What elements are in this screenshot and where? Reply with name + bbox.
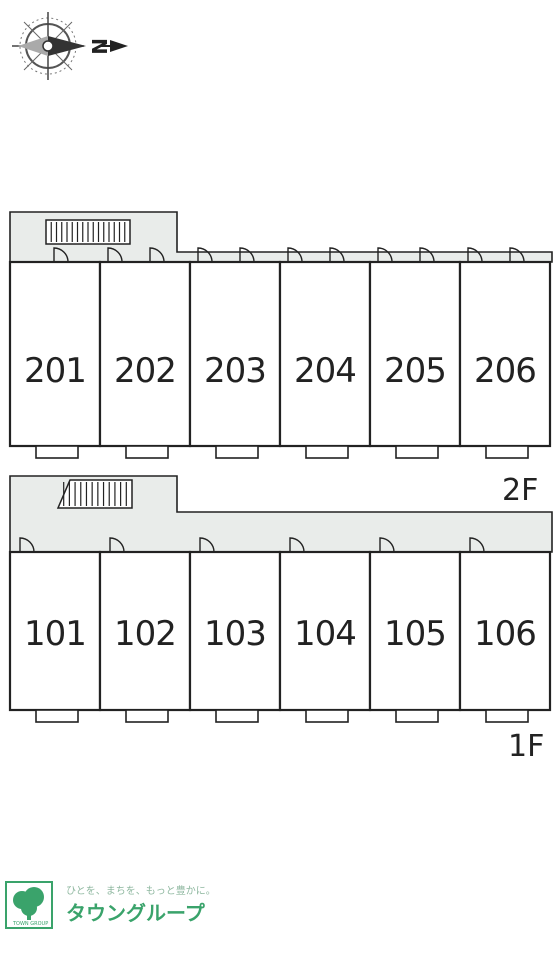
unit-104[interactable]: 104 bbox=[278, 537, 372, 723]
unit-101[interactable]: 101 bbox=[8, 537, 102, 723]
balcony bbox=[485, 445, 529, 459]
balcony bbox=[215, 445, 259, 459]
balcony bbox=[395, 445, 439, 459]
unit-outline bbox=[8, 260, 102, 448]
door-icon bbox=[53, 247, 69, 263]
balcony bbox=[395, 709, 439, 723]
door-icon bbox=[287, 247, 303, 263]
floors-layer: 201 202 203 204 205 206 2F 101 102 103 104 105 106 1F bbox=[8, 211, 553, 764]
unit-102[interactable]: 102 bbox=[98, 537, 192, 723]
balcony bbox=[485, 709, 529, 723]
balcony bbox=[125, 709, 169, 723]
unit-106[interactable]: 106 bbox=[458, 537, 552, 723]
floor-label: 2F bbox=[502, 473, 538, 508]
compass-rose-icon bbox=[12, 12, 86, 80]
unit-outline bbox=[458, 550, 552, 712]
unit-outline bbox=[8, 550, 102, 712]
door-icon bbox=[419, 247, 435, 263]
unit-number: 105 bbox=[384, 614, 446, 654]
unit-outline bbox=[98, 260, 192, 448]
compass: N bbox=[12, 12, 128, 80]
stairs bbox=[45, 219, 131, 245]
door-icon bbox=[289, 537, 305, 553]
unit-number: 205 bbox=[384, 351, 446, 391]
balcony bbox=[35, 445, 79, 459]
unit-number: 106 bbox=[474, 614, 536, 654]
door-icon bbox=[379, 537, 395, 553]
unit-203[interactable]: 203 bbox=[188, 247, 282, 459]
unit-number: 204 bbox=[294, 351, 356, 391]
unit-number: 104 bbox=[294, 614, 356, 654]
door-icon bbox=[469, 537, 485, 553]
unit-204[interactable]: 204 bbox=[278, 247, 372, 459]
unit-outline bbox=[458, 260, 552, 448]
balcony bbox=[35, 709, 79, 723]
logo-mark-text: TOWN GROUP bbox=[12, 921, 48, 927]
balcony bbox=[305, 709, 349, 723]
door-icon bbox=[377, 247, 393, 263]
unit-105[interactable]: 105 bbox=[368, 537, 462, 723]
balcony bbox=[215, 709, 259, 723]
door-icon bbox=[19, 537, 35, 553]
unit-number: 101 bbox=[24, 614, 86, 654]
door-icon bbox=[467, 247, 483, 263]
compass-north-letter: N bbox=[87, 38, 111, 55]
compass-arrow-icon bbox=[110, 40, 128, 52]
unit-206[interactable]: 206 bbox=[458, 247, 552, 459]
door-icon bbox=[199, 537, 215, 553]
unit-number: 103 bbox=[204, 614, 266, 654]
unit-number: 203 bbox=[204, 351, 266, 391]
door-icon bbox=[107, 247, 123, 263]
logo-name: タウングループ bbox=[66, 901, 206, 925]
unit-number: 202 bbox=[114, 351, 176, 391]
floor-1f: 101 102 103 104 105 106 1F bbox=[8, 475, 553, 764]
unit-202[interactable]: 202 bbox=[98, 247, 192, 459]
door-icon bbox=[109, 537, 125, 553]
stairs bbox=[56, 479, 133, 509]
door-icon bbox=[149, 247, 165, 263]
door-icon bbox=[197, 247, 213, 263]
unit-number: 206 bbox=[474, 351, 536, 391]
tree-logo-icon: TOWN GROUP bbox=[5, 881, 53, 929]
balcony bbox=[305, 445, 349, 459]
floor-2f: 201 202 203 204 205 206 2F bbox=[8, 211, 553, 508]
balcony bbox=[125, 445, 169, 459]
unit-103[interactable]: 103 bbox=[188, 537, 282, 723]
door-icon bbox=[509, 247, 525, 263]
corridor bbox=[9, 211, 553, 263]
corridor bbox=[9, 475, 553, 553]
logo-tagline: ひとを、まちを、もっと豊かに。 bbox=[66, 884, 216, 897]
unit-outline bbox=[188, 550, 282, 712]
unit-205[interactable]: 205 bbox=[368, 247, 462, 459]
door-icon bbox=[329, 247, 345, 263]
unit-number: 201 bbox=[24, 351, 86, 391]
unit-number: 102 bbox=[114, 614, 176, 654]
floor-label: 1F bbox=[508, 729, 544, 764]
company-logo: TOWN GROUP ひとを、まちを、もっと豊かに。 タウングループ bbox=[5, 881, 216, 929]
unit-outline bbox=[278, 260, 372, 448]
door-icon bbox=[239, 247, 255, 263]
unit-201[interactable]: 201 bbox=[8, 247, 102, 459]
